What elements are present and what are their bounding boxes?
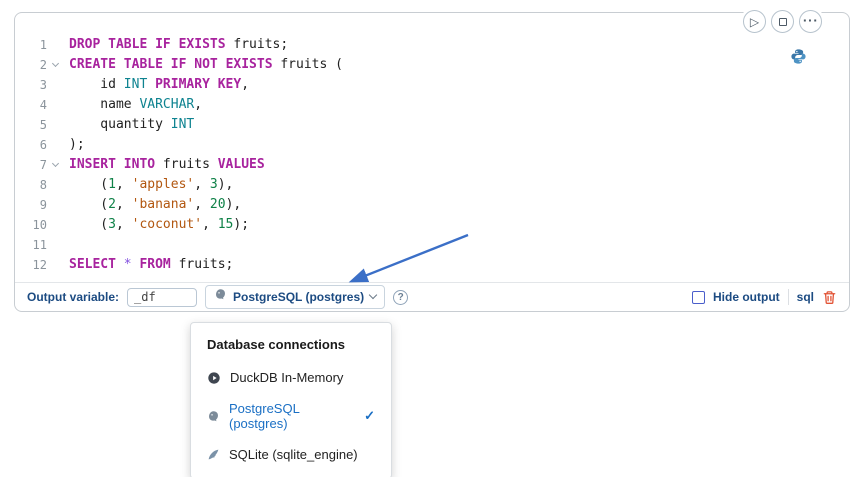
fold-spacer: [47, 135, 63, 155]
line-number: 9: [39, 198, 47, 212]
cell-action-buttons: ▷ ···: [740, 8, 825, 35]
fold-spacer: [47, 175, 63, 195]
menu-item-sqlite[interactable]: SQLite (sqlite_engine): [191, 439, 391, 470]
connection-label: PostgreSQL (postgres): [233, 290, 365, 304]
code-lines: 1 DROP TABLE IF EXISTS fruits; 2 CREATE TAB…: [15, 35, 849, 275]
fold-spacer: [47, 75, 63, 95]
hide-output-label: Hide output: [713, 290, 780, 304]
delete-cell-button[interactable]: [822, 290, 837, 305]
output-variable-label: Output variable:: [27, 290, 120, 304]
sqlite-icon: [207, 448, 220, 461]
line-number: 12: [32, 258, 47, 272]
toolbar-divider: [787, 289, 789, 305]
cell-footer-toolbar: Output variable: PostgreSQL (postgres) ?…: [15, 282, 849, 311]
postgresql-icon: [207, 410, 220, 423]
fold-spacer: [47, 195, 63, 215]
toolbar-right-group: Hide output sql: [692, 289, 837, 305]
hide-output-checkbox[interactable]: [692, 290, 705, 304]
code-line[interactable]: 1 DROP TABLE IF EXISTS fruits;: [15, 35, 849, 55]
ellipsis-icon: ···: [802, 14, 819, 27]
line-number: 7: [39, 158, 47, 172]
check-icon: ✓: [364, 408, 375, 423]
line-number: 5: [39, 118, 47, 132]
help-icon[interactable]: ?: [393, 289, 409, 305]
line-number: 4: [39, 98, 47, 112]
menu-item-label: DuckDB In-Memory: [230, 370, 344, 385]
postgresql-icon: [214, 288, 227, 306]
code-line[interactable]: 5 quantity INT: [15, 115, 849, 135]
database-connections-menu: Database connections DuckDB In-Memory Po…: [190, 322, 392, 477]
menu-item-postgresql[interactable]: PostgreSQL (postgres) ✓: [191, 393, 391, 439]
code-text[interactable]: (1, 'apples', 3),: [69, 177, 234, 192]
code-line[interactable]: 2 CREATE TABLE IF NOT EXISTS fruits (: [15, 55, 849, 75]
code-text[interactable]: name VARCHAR,: [69, 97, 203, 112]
code-line[interactable]: 8 (1, 'apples', 3),: [15, 175, 849, 195]
output-variable-input[interactable]: [127, 287, 198, 307]
fold-spacer: [47, 95, 63, 115]
more-options-button[interactable]: ···: [799, 10, 822, 33]
fold-spacer: [47, 235, 63, 255]
fold-toggle-icon[interactable]: [47, 55, 63, 75]
code-text[interactable]: (2, 'banana', 20),: [69, 197, 242, 212]
menu-item-label: SQLite (sqlite_engine): [229, 447, 358, 462]
code-text[interactable]: (3, 'coconut', 15);: [69, 217, 250, 232]
code-text[interactable]: [63, 235, 69, 255]
menu-title: Database connections: [207, 337, 345, 352]
run-cell-button[interactable]: ▷: [743, 10, 766, 33]
fold-spacer: [47, 115, 63, 135]
fold-spacer: [47, 215, 63, 235]
line-number: 3: [39, 78, 47, 92]
code-line[interactable]: 10 (3, 'coconut', 15);: [15, 215, 849, 235]
code-line[interactable]: 6);: [15, 135, 849, 155]
trash-icon: [823, 290, 836, 304]
interrupt-button[interactable]: [771, 10, 794, 33]
line-number: 2: [39, 58, 47, 72]
code-line[interactable]: 4 name VARCHAR,: [15, 95, 849, 115]
code-line[interactable]: 7 INSERT INTO fruits VALUES: [15, 155, 849, 175]
duckdb-icon: [207, 371, 221, 385]
code-line[interactable]: 11: [15, 235, 849, 255]
code-line[interactable]: 12 SELECT * FROM fruits;: [15, 255, 849, 275]
line-number: 6: [39, 138, 47, 152]
code-text[interactable]: quantity INT: [69, 117, 195, 132]
play-icon: ▷: [749, 14, 760, 29]
python-kernel-icon: [790, 48, 807, 70]
chevron-down-icon: [368, 290, 378, 300]
code-text[interactable]: id INT PRIMARY KEY,: [69, 77, 250, 92]
connection-dropdown[interactable]: PostgreSQL (postgres): [205, 285, 386, 309]
code-text[interactable]: INSERT INTO fruits VALUES: [69, 157, 265, 172]
line-number: 10: [32, 218, 47, 232]
code-line[interactable]: 9 (2, 'banana', 20),: [15, 195, 849, 215]
cell-language-label: sql: [796, 290, 814, 304]
stop-icon: [778, 17, 787, 26]
code-text[interactable]: DROP TABLE IF EXISTS fruits;: [69, 37, 289, 52]
code-text[interactable]: CREATE TABLE IF NOT EXISTS fruits (: [69, 57, 343, 72]
fold-toggle-icon[interactable]: [47, 155, 63, 175]
code-line[interactable]: 3 id INT PRIMARY KEY,: [15, 75, 849, 95]
menu-item-label: PostgreSQL (postgres): [229, 401, 300, 431]
fold-spacer: [47, 35, 63, 55]
line-number: 8: [39, 178, 47, 192]
code-text[interactable]: );: [69, 137, 85, 152]
menu-item-duckdb[interactable]: DuckDB In-Memory: [191, 362, 391, 393]
code-editor[interactable]: 1 DROP TABLE IF EXISTS fruits; 2 CREATE TAB…: [15, 13, 849, 282]
code-text[interactable]: SELECT * FROM fruits;: [69, 257, 234, 272]
fold-spacer: [47, 255, 63, 275]
line-number: 1: [39, 38, 47, 52]
sql-notebook-cell: 1 DROP TABLE IF EXISTS fruits; 2 CREATE TAB…: [14, 12, 850, 312]
line-number: 11: [32, 238, 47, 252]
